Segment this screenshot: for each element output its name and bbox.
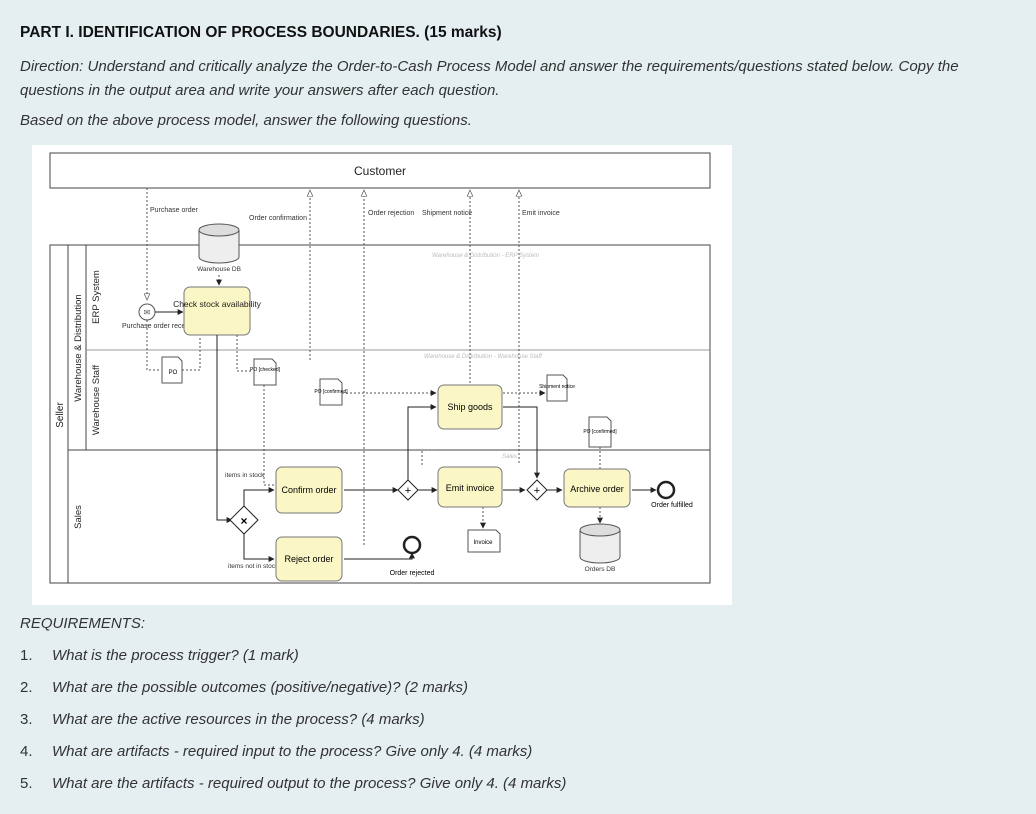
message-order-rejection: Order rejection	[368, 210, 414, 217]
document-po-confirmed-2	[588, 416, 612, 448]
svg-text:+: +	[405, 485, 411, 497]
customer-pool-label: Customer	[354, 164, 406, 178]
task-check-stock	[183, 286, 251, 336]
orders-db-label: Orders DB	[585, 566, 616, 573]
start-event-label: Purchase order received	[122, 323, 198, 330]
document-invoice-label: Invoice	[473, 540, 493, 546]
document-po	[161, 356, 183, 384]
document-po-confirmed-2-label: PO [confirmed]	[583, 429, 617, 435]
instruction-text: Based on the above process model, answer…	[20, 112, 472, 129]
end-event-order-fulfilled-label: Order fulfilled	[651, 502, 693, 509]
gateway-label-not-in-stock: items not in stock	[228, 563, 279, 570]
faint-lane-label: Sales	[502, 454, 517, 460]
svg-text:+: +	[534, 485, 540, 497]
document-po-checked-label: PO [checked]	[250, 367, 281, 373]
lane-warehouse-distribution: Warehouse & Distribution	[73, 294, 84, 401]
document-shipment-notice	[546, 374, 568, 402]
message-emit-invoice: Emit invoice	[522, 210, 560, 217]
message-shipment-notice: Shipment notice	[422, 210, 472, 217]
warehouse-db	[198, 223, 240, 264]
faint-lane-label: Warehouse & Distribution - ERP System	[432, 253, 539, 259]
question-text: What are the possible outcomes (positive…	[52, 679, 469, 696]
message-purchase-order: Purchase order	[150, 207, 199, 214]
message-order-confirmation: Order confirmation	[249, 215, 307, 222]
task-reject-order	[275, 536, 343, 582]
process-diagram: Customer Seller Warehouse & Distribution…	[32, 145, 732, 605]
lane-sales: Sales	[73, 505, 84, 529]
question-text: What are artifacts - required input to t…	[52, 743, 533, 760]
question-number: 1.	[20, 647, 33, 664]
question-item: 5. What are the artifacts - required outp…	[20, 775, 566, 807]
question-item: 2. What are the possible outcomes (positi…	[20, 679, 566, 711]
seller-pool-label: Seller	[55, 402, 66, 428]
customer-pool	[49, 152, 711, 189]
direction-text: Direction: Understand and critically ana…	[20, 58, 959, 99]
question-item: 4. What are artifacts - required input to…	[20, 743, 566, 775]
exclusive-gateway: ×	[229, 505, 259, 535]
question-number: 3.	[20, 711, 33, 728]
task-archive-order	[563, 468, 631, 508]
section-heading: PART I. IDENTIFICATION OF PROCESS BOUNDA…	[20, 24, 502, 41]
lane-warehouse-staff: Warehouse Staff	[91, 365, 102, 436]
question-text: What are the active resources in the pro…	[52, 711, 425, 728]
envelope-icon: ✉	[144, 308, 151, 317]
question-text: What is the process trigger? (1 mark)	[52, 647, 299, 664]
question-number: 4.	[20, 743, 33, 760]
task-ship-goods-label: Ship goods	[447, 402, 493, 412]
task-check-stock-label: Check stock availability	[173, 299, 262, 309]
gateway-label-in-stock: items in stock	[225, 472, 265, 479]
end-event-order-rejected	[402, 535, 422, 555]
task-emit-invoice	[437, 466, 503, 508]
end-event-order-rejected-label: Order rejected	[390, 570, 435, 577]
question-item: 3. What are the active resources in the p…	[20, 711, 566, 743]
warehouse-db-label: Warehouse DB	[197, 266, 241, 273]
parallel-gateway-join: +	[526, 479, 548, 501]
svg-text:×: ×	[240, 514, 247, 528]
question-number: 5.	[20, 775, 33, 792]
parallel-gateway-split: +	[397, 479, 419, 501]
document-shipment-notice-label: Shipment notice	[539, 384, 575, 390]
task-ship-goods	[437, 384, 503, 430]
document-po-label: PO	[169, 370, 178, 376]
lane-erp-system: ERP System	[91, 270, 102, 324]
requirements-title: REQUIREMENTS:	[20, 615, 146, 632]
question-list: 1.What is the process trigger? (1 mark) …	[20, 647, 566, 807]
task-confirm-order-label: Confirm order	[281, 485, 336, 495]
task-reject-order-label: Reject order	[284, 554, 333, 564]
question-text: What are the artifacts - required output…	[52, 775, 567, 792]
end-event-order-fulfilled	[656, 480, 676, 500]
document-po-confirmed	[319, 378, 343, 406]
task-archive-order-label: Archive order	[570, 484, 624, 494]
task-confirm-order	[275, 466, 343, 514]
task-emit-invoice-label: Emit invoice	[446, 483, 495, 493]
document-po-confirmed-label: PO [confirmed]	[314, 389, 348, 395]
question-number: 2.	[20, 679, 33, 696]
document-invoice	[467, 529, 501, 553]
orders-db	[579, 523, 621, 564]
question-item: 1. What is the process trigger? (1 mark)	[20, 647, 566, 679]
faint-lane-label: Warehouse & Distribution - Warehouse Sta…	[424, 354, 543, 360]
document-po-checked	[253, 358, 277, 386]
